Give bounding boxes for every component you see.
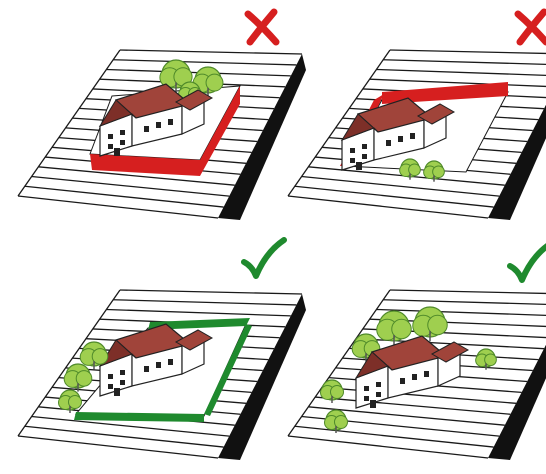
- house-door: [114, 388, 120, 396]
- terrain-stripe: [120, 290, 302, 294]
- cross-mark-icon: [518, 12, 546, 42]
- terrain-stripe: [390, 50, 546, 54]
- terrain-stripe: [32, 177, 230, 197]
- check-mark-icon: [510, 244, 546, 280]
- house-window: [350, 148, 355, 153]
- house-window: [362, 154, 367, 159]
- terrain-stripe: [120, 50, 302, 54]
- house-window: [156, 122, 161, 128]
- house-window: [362, 144, 367, 149]
- terrain-stripe: [113, 60, 296, 65]
- terrain-stripe: [315, 397, 510, 414]
- terrain-stripe: [390, 290, 546, 294]
- terrain-stripe: [302, 177, 500, 197]
- terrain-stripe: [295, 426, 494, 447]
- terrain-stripe: [18, 196, 218, 218]
- house-window: [376, 392, 381, 397]
- house-window: [412, 374, 417, 380]
- terrain-stripe: [376, 69, 546, 75]
- panel-top-right: [288, 50, 546, 220]
- house-window: [398, 136, 403, 142]
- house-window: [144, 366, 149, 372]
- house-window: [400, 378, 405, 384]
- house-window: [424, 371, 429, 377]
- house-window: [108, 384, 113, 389]
- check-mark-icon: [244, 240, 284, 276]
- terrain-stripe: [18, 436, 218, 458]
- terrain-stripe: [383, 300, 546, 305]
- house-window: [386, 140, 391, 146]
- terrain-stripe: [288, 196, 488, 218]
- house-window: [108, 374, 113, 379]
- house-window: [364, 396, 369, 401]
- terrain-stripe: [25, 186, 224, 207]
- house-window: [364, 386, 369, 391]
- terrain-stripe: [295, 186, 494, 207]
- slope-side: [218, 54, 306, 220]
- house-window: [108, 134, 113, 139]
- house-window: [376, 382, 381, 387]
- house-window: [144, 126, 149, 132]
- house-window: [410, 133, 415, 139]
- house-door: [370, 400, 376, 408]
- slope-side: [488, 54, 546, 220]
- terrain-stripe: [288, 436, 488, 458]
- house-window: [156, 362, 161, 368]
- house-door: [114, 148, 120, 156]
- terrain-stripe: [370, 79, 546, 87]
- house-window: [120, 370, 125, 375]
- panel-bottom-left: [18, 290, 306, 460]
- house-window: [120, 140, 125, 145]
- tree-icon: [64, 364, 92, 392]
- tree-icon: [413, 307, 448, 342]
- cross-mark-icon: [248, 12, 276, 42]
- terrain-stripe: [383, 60, 546, 65]
- house-window: [168, 359, 173, 365]
- house-window: [120, 130, 125, 135]
- house-window: [108, 144, 113, 149]
- terrain-stripe: [25, 426, 224, 447]
- house-window: [350, 158, 355, 163]
- panel-top-left: [18, 50, 306, 220]
- house-door: [356, 162, 362, 170]
- house-window: [120, 380, 125, 385]
- panel-bottom-right: [288, 290, 546, 460]
- house-window: [168, 119, 173, 125]
- terrain-stripe: [113, 300, 296, 305]
- terrain-stripe: [106, 309, 290, 315]
- slope-side: [488, 294, 546, 460]
